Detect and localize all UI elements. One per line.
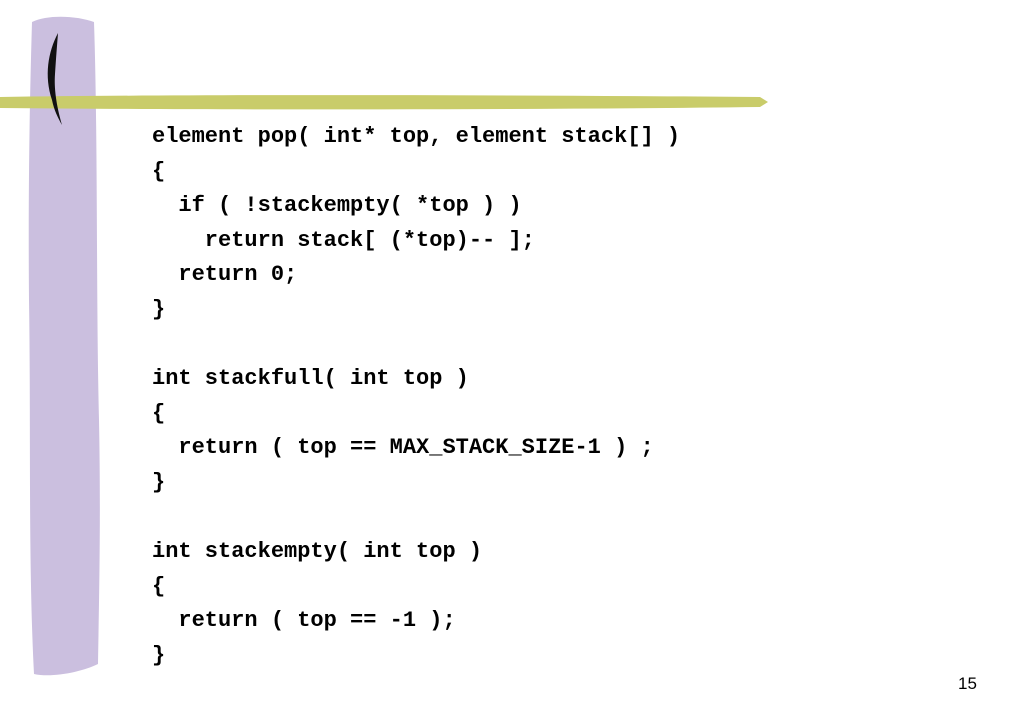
code-line: { (152, 400, 166, 426)
code-line: { (152, 573, 166, 599)
code-line (152, 501, 680, 536)
title-rule (0, 95, 768, 110)
code-line: } (152, 296, 166, 322)
code-line: int stackempty( int top ) (152, 539, 483, 565)
code-line: } (152, 642, 166, 668)
code-line: element pop( int* top, element stack[] ) (152, 124, 681, 149)
code-line: if ( !stackempty( *top ) ) (152, 193, 522, 219)
sidebar-band (28, 16, 100, 676)
code-line: return ( top == -1 ); (152, 608, 456, 634)
code-line: return ( top == MAX_STACK_SIZE-1 ) ; (152, 435, 654, 461)
bracket-icon (47, 33, 62, 125)
code-line (152, 328, 680, 363)
code-line: } (152, 469, 166, 495)
code-block: element pop( int* top, element stack[] )… (152, 120, 680, 674)
page-number: 15 (958, 674, 977, 693)
code-line: return 0; (152, 262, 298, 288)
code-line: return stack[ (*top)-- ]; (152, 227, 535, 253)
code-line: int stackfull( int top ) (152, 366, 469, 392)
code-line: { (152, 158, 166, 184)
